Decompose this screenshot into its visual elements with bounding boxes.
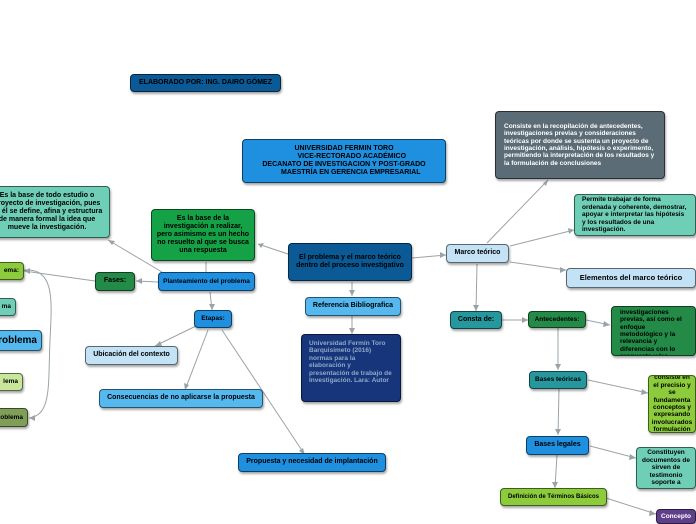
arrow-elementos (560, 267, 566, 273)
consiste-en-node[interactable]: Consiste en la recopilación de anteceden… (495, 111, 665, 179)
consecuencias-node[interactable]: Consecuencias de no aplicarse la propues… (99, 389, 263, 408)
arrow-legales-detalle (629, 454, 636, 460)
definicion-terminos-node[interactable]: Definición de Términos Básicos (500, 488, 607, 506)
fases-node[interactable]: Fases: (95, 272, 135, 291)
left-node-4[interactable]: lema (0, 373, 23, 391)
left-node-3[interactable]: roblema (0, 330, 42, 351)
concepto-node[interactable]: Concepto (656, 509, 696, 524)
arrow-referencia-detalle (349, 328, 355, 334)
bases-legales-node[interactable]: Bases legales (526, 436, 589, 455)
arrow-consta (473, 305, 479, 311)
permite-node[interactable]: Permite trabajar de forma ordenada y coh… (574, 194, 696, 236)
bases-legales-detalle-node[interactable]: Constituyen documentos de sirven de test… (636, 447, 696, 489)
university-header-node[interactable]: UNIVERSIDAD FERMIN TORO VICE-RECTORADO A… (242, 139, 446, 183)
arrow-left1 (24, 268, 30, 274)
arrow-etapas (209, 304, 215, 310)
edge-etapas-ubicacion (154, 325, 197, 347)
antecedentes-node[interactable]: Antecedentes: (528, 311, 586, 328)
arrow-fases (136, 278, 142, 284)
edge-bases-legales (557, 388, 560, 436)
ubicacion-node[interactable]: Ubicación del contexto (85, 346, 178, 365)
arrow-consiste (543, 180, 548, 186)
arrow-referencia (349, 290, 355, 296)
edge-legales-detalle (589, 445, 637, 459)
arrow-ubicacion (155, 341, 162, 346)
arrow-left5 (29, 415, 35, 421)
bases-teoricas-detalle-node[interactable]: consiste en el precisio y se fundamenta … (648, 375, 696, 433)
edge-left-bracket (23, 269, 52, 419)
etapas-node[interactable]: Etapas: (194, 310, 232, 328)
referencia-detalle-node[interactable]: Universidad Fermín Toro Barquisimeto (20… (301, 334, 401, 402)
arrow-bases (555, 364, 561, 370)
edge-planteamiento-base (107, 239, 163, 273)
edge-central-planteamiento (257, 243, 289, 255)
consta-de-node[interactable]: Consta de: (450, 311, 502, 329)
edge-definicion-concepto (605, 497, 657, 515)
edge-fases-left1 (23, 270, 96, 282)
arrow-antecedentes-detalle (603, 321, 610, 327)
arrow-planteamiento (258, 243, 264, 248)
edge-marco-consiste (486, 179, 549, 244)
definicion-planteamiento-node[interactable]: Es la base de la investigación a realiza… (151, 209, 255, 261)
arrow-permite (568, 228, 574, 234)
arrow-bases-detalle (641, 389, 648, 395)
arrow-legales (555, 429, 561, 435)
arrow-definicion (552, 482, 558, 488)
left-node-1[interactable]: ema: (0, 262, 24, 280)
left-node-2[interactable]: ma (0, 298, 16, 316)
central-topic-node[interactable]: El problema y el marco teórico dentro de… (288, 243, 412, 281)
edge-bases-detalle (587, 379, 649, 394)
marco-teorico-node[interactable]: Marco teórico (446, 244, 509, 263)
edge-etapas-propuesta (221, 329, 306, 456)
bases-teoricas-node[interactable]: Bases teóricas (529, 371, 587, 389)
edge-marco-permite (509, 229, 575, 247)
arrow-marco (440, 252, 446, 258)
arrow-antecedentes (522, 317, 528, 323)
elementos-node[interactable]: Elementos del marco teórico (566, 268, 696, 288)
referencia-node[interactable]: Referencia Bibliografica (305, 297, 401, 316)
antecedentes-detalle-node[interactable]: Se basan en crear un análisis de investi… (611, 306, 696, 356)
author-node[interactable]: ELABORADO POR: ING. DAIRO GÓMEZ (130, 74, 281, 92)
edge-marco-consta (475, 263, 478, 312)
left-node-5[interactable]: oblema (0, 408, 28, 427)
propuesta-node[interactable]: Propuesta y necesidad de implantación (238, 453, 386, 472)
arrow-concepto (649, 510, 656, 516)
arrow-base (108, 240, 115, 245)
planteamiento-node[interactable]: Planteamiento del problema (158, 272, 255, 291)
edge-etapas-consecuencias (184, 329, 209, 391)
arrow-consecuencias (184, 383, 189, 390)
edge-marco-elementos (509, 261, 567, 271)
base-estudio-node[interactable]: Es la base de todo estudio o proyecto de… (0, 186, 110, 238)
